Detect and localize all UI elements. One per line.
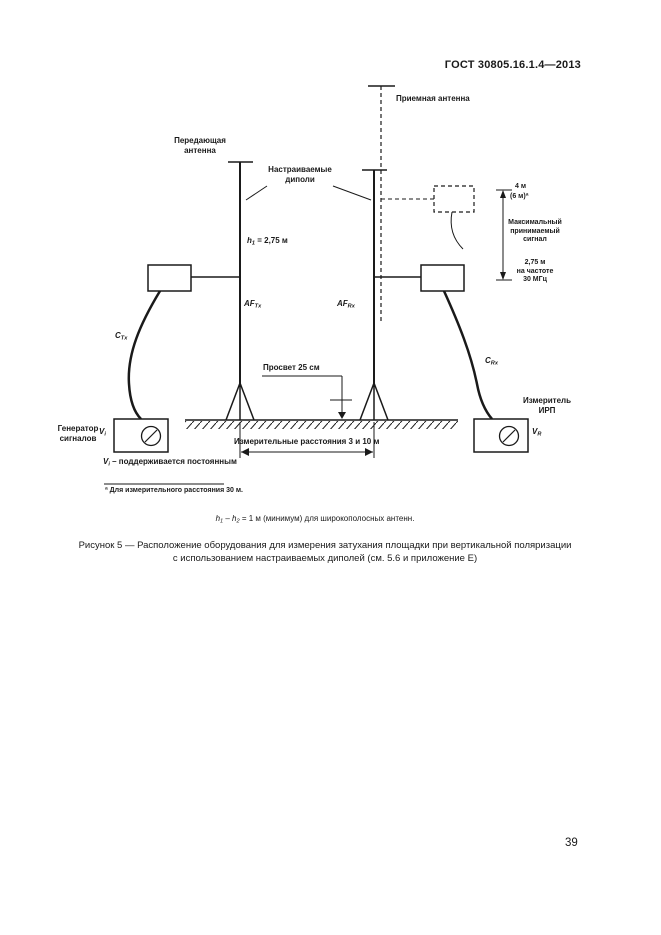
h1-height-label: h1 = 2,75 м: [247, 236, 288, 247]
vi-symbol: Vi: [103, 457, 110, 468]
dipole-leader-lines: [245, 185, 372, 201]
h2-symbol: h2: [232, 514, 240, 525]
emi-meter-box: [473, 418, 529, 453]
transmitting-antenna-label: Передающая антенна: [174, 136, 226, 155]
h1-symbol: h1: [215, 514, 224, 525]
af-tx-label: AFTx: [244, 299, 261, 310]
af-tx-symbol: AFTx: [244, 299, 262, 310]
footnote: а Для измерительного расстояния 30 м.: [105, 486, 243, 494]
h1-symbol: h1: [247, 236, 256, 247]
vr-symbol: VR: [532, 427, 542, 438]
height-scan-dimension: [496, 189, 512, 281]
height-6m-label: (6 м)а: [510, 192, 529, 200]
signal-generator-box: [113, 418, 169, 453]
clearance-dimension: [262, 375, 352, 419]
min-height-label: 2,75 м на частоте 30 МГц: [516, 259, 554, 284]
c-tx-label: CTx: [115, 331, 127, 342]
tx-tripod: [225, 382, 255, 421]
cable-rx: [442, 290, 493, 420]
signal-generator-label: Генератор сигналов: [57, 424, 99, 443]
broadband-antenna-note: h1 – h2 = 1 м (минимум) для широкополосн…: [215, 514, 415, 525]
document-header: ГОСТ 30805.16.1.4—2013: [444, 59, 581, 71]
af-rx-label: AFRx: [337, 299, 355, 310]
raised-position-dashed-box: [381, 185, 475, 250]
vi-constant-note: Vi – поддерживается постоянным: [103, 457, 237, 468]
height-4m-label: 4 м: [515, 183, 527, 190]
emi-meter-label: Измеритель ИРП: [522, 396, 572, 415]
vi-symbol: Vi: [99, 427, 106, 438]
clearance-label: Просвет 25 см: [263, 363, 320, 372]
ground-plane: [185, 419, 458, 429]
figure-caption: Рисунок 5 — Расположение оборудования дл…: [78, 540, 572, 565]
cable-tx: [127, 290, 162, 420]
vi-label: Vi: [99, 427, 106, 438]
c-rx-symbol: CRx: [485, 356, 498, 367]
page-number: 39: [565, 837, 578, 849]
rx-antenna-mast: [362, 85, 395, 387]
vr-label: VR: [532, 427, 541, 438]
c-rx-label: CRx: [485, 356, 498, 367]
rx-tripod: [359, 382, 389, 421]
measuring-distances-label: Измерительные расстояния 3 и 10 м: [234, 437, 380, 446]
measuring-distance-dimension: [239, 422, 375, 458]
af-rx-symbol: AFRx: [337, 299, 355, 310]
antenna-booms-and-baluns: [147, 264, 465, 292]
tunable-dipoles-label: Настраиваемые диполи: [268, 165, 332, 184]
c-tx-symbol: CTx: [115, 331, 128, 342]
receiving-antenna-label: Приемная антенна: [396, 94, 470, 103]
max-signal-label: Максимальный принимаемый сигнал: [508, 219, 562, 244]
tx-antenna-mast: [228, 161, 253, 387]
